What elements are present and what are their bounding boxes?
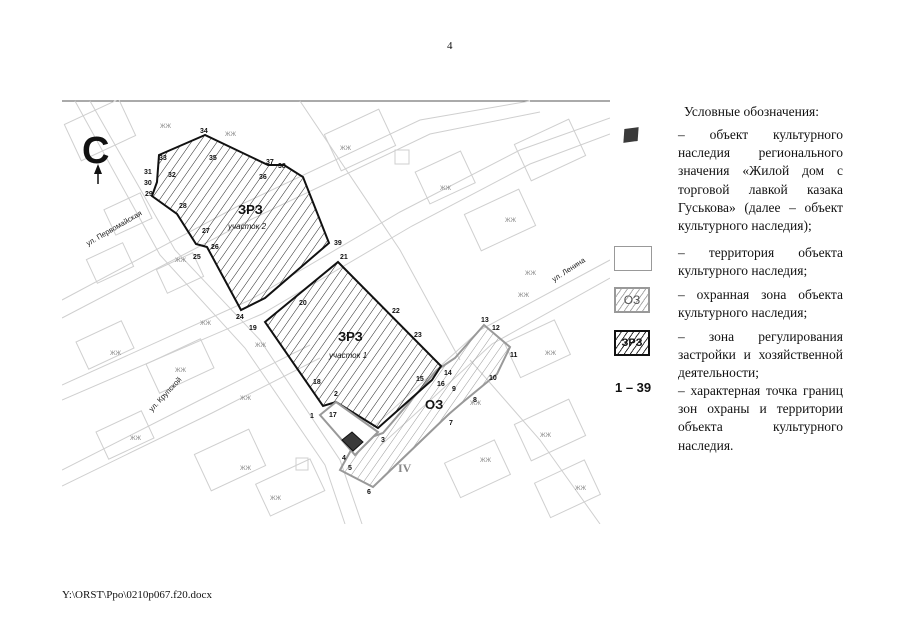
legend-swatch-object [623, 127, 639, 143]
point-label: 11 [510, 352, 518, 359]
point-label: 27 [202, 228, 210, 235]
point-label: 3 [381, 437, 385, 444]
point-label: 29 [145, 191, 153, 198]
svg-text:ЖЖ: ЖЖ [240, 396, 252, 402]
zrz-label-site-1: ЗРЗ [338, 329, 363, 344]
svg-text:ЖЖ: ЖЖ [270, 496, 282, 502]
svg-text:ЖЖ: ЖЖ [160, 124, 172, 130]
legend-swatch-points: 1 – 39 [615, 380, 652, 395]
point-label: 10 [489, 375, 497, 382]
legend-swatch-territory [614, 246, 652, 271]
point-label: 33 [159, 155, 167, 162]
zone-map: ЖЖ ЖЖ ЖЖ ЖЖ ЖЖ ЖЖ ЖЖ ЖЖ ЖЖ ЖЖ ЖЖ ЖЖ ЖЖ Ж… [62, 100, 610, 524]
point-label: 32 [168, 172, 176, 179]
svg-text:ЖЖ: ЖЖ [480, 458, 492, 464]
point-label: 37 [266, 159, 274, 166]
legend-item-zrz: – зона регулирования застройки и хозяйст… [678, 329, 843, 381]
point-label: 2 [334, 391, 338, 398]
point-label: 35 [209, 155, 217, 162]
oz-label: ОЗ [425, 397, 443, 412]
zrz-label-site-2: ЗРЗ [238, 202, 263, 217]
street-label-pervomayskaya: ул. Первомайская [85, 208, 144, 247]
north-arrow-icon [94, 164, 102, 174]
svg-text:ЖЖ: ЖЖ [130, 436, 142, 442]
svg-text:ЖЖ: ЖЖ [545, 351, 557, 357]
point-label: 19 [249, 325, 257, 332]
basemap [62, 100, 610, 524]
building-labels: ЖЖ ЖЖ ЖЖ ЖЖ ЖЖ ЖЖ ЖЖ ЖЖ ЖЖ ЖЖ ЖЖ ЖЖ ЖЖ Ж… [110, 124, 587, 502]
point-label: 1 [310, 413, 314, 420]
street-label-krupskoy: ул. Крупской [147, 375, 184, 413]
point-label: 5 [348, 465, 352, 472]
point-label: 34 [200, 128, 208, 135]
svg-text:ЖЖ: ЖЖ [225, 132, 237, 138]
svg-text:ЖЖ: ЖЖ [440, 186, 452, 192]
zrz-site-1 [263, 260, 443, 430]
point-label: 23 [414, 332, 422, 339]
point-label: 30 [144, 180, 152, 187]
svg-text:ЖЖ: ЖЖ [518, 293, 530, 299]
legend-item-points: – характерная точка границ зон охраны и … [678, 383, 843, 453]
point-label: 31 [144, 169, 152, 176]
svg-text:ЖЖ: ЖЖ [175, 368, 187, 374]
page-number: 4 [447, 40, 453, 52]
point-label: 7 [449, 420, 453, 427]
heritage-object [341, 431, 364, 452]
svg-text:ЖЖ: ЖЖ [470, 401, 482, 407]
point-label: 24 [236, 314, 244, 321]
svg-text:ЖЖ: ЖЖ [340, 146, 352, 152]
point-label: 38 [278, 163, 286, 170]
block-number-label: IV [398, 461, 412, 475]
point-label: 39 [334, 240, 342, 247]
svg-text:ЖЖ: ЖЖ [575, 486, 587, 492]
svg-text:ЖЖ: ЖЖ [505, 218, 517, 224]
point-label: 12 [492, 325, 500, 332]
svg-text:ЖЖ: ЖЖ [255, 343, 267, 349]
point-label: 9 [452, 386, 456, 393]
point-label: 15 [416, 376, 424, 383]
point-label: 21 [340, 254, 348, 261]
point-label: 22 [392, 308, 400, 315]
north-letter: С [82, 130, 109, 172]
legend-title: Условные обозначения: [684, 104, 820, 119]
point-label: 36 [259, 174, 267, 181]
point-label: 18 [313, 379, 321, 386]
point-label: 6 [367, 489, 371, 496]
legend-item-oz: – охранная зона объекта культурного насл… [678, 287, 843, 321]
legend-item-object: – объект культурного наследия региональн… [678, 127, 843, 234]
svg-text:ЖЖ: ЖЖ [240, 466, 252, 472]
point-labels: 1 2 3 4 5 6 7 8 9 10 11 12 13 14 15 16 1… [144, 128, 518, 496]
legend-item-territory: – территория объекта культурного наследи… [678, 245, 843, 279]
svg-text:ЖЖ: ЖЖ [525, 271, 537, 277]
point-label: 26 [211, 244, 219, 251]
svg-text:ЖЖ: ЖЖ [175, 258, 187, 264]
point-label: 20 [299, 300, 307, 307]
legend-swatch-oz: ОЗ [614, 287, 650, 313]
point-label: 16 [437, 381, 445, 388]
north-arrow: С [82, 130, 109, 184]
site-2-label: участок 2 [227, 222, 267, 231]
point-label: 28 [179, 203, 187, 210]
zrz-site-2 [150, 133, 331, 312]
legend-swatch-zrz: ЗРЗ [614, 330, 650, 356]
point-label: 4 [342, 455, 346, 462]
point-label: 8 [473, 397, 477, 404]
svg-text:ЖЖ: ЖЖ [540, 433, 552, 439]
svg-text:ЖЖ: ЖЖ [200, 321, 212, 327]
point-label: 13 [481, 317, 489, 324]
point-label: 17 [329, 412, 337, 419]
svg-text:ЖЖ: ЖЖ [110, 351, 122, 357]
street-label-lenina: ул. Ленина [550, 255, 587, 284]
site-1-label: участок 1 [328, 351, 367, 360]
point-label: 25 [193, 254, 201, 261]
point-label: 14 [444, 370, 452, 377]
footer-file-path: Y:\ORST\Ppo\0210p067.f20.docx [62, 589, 212, 601]
